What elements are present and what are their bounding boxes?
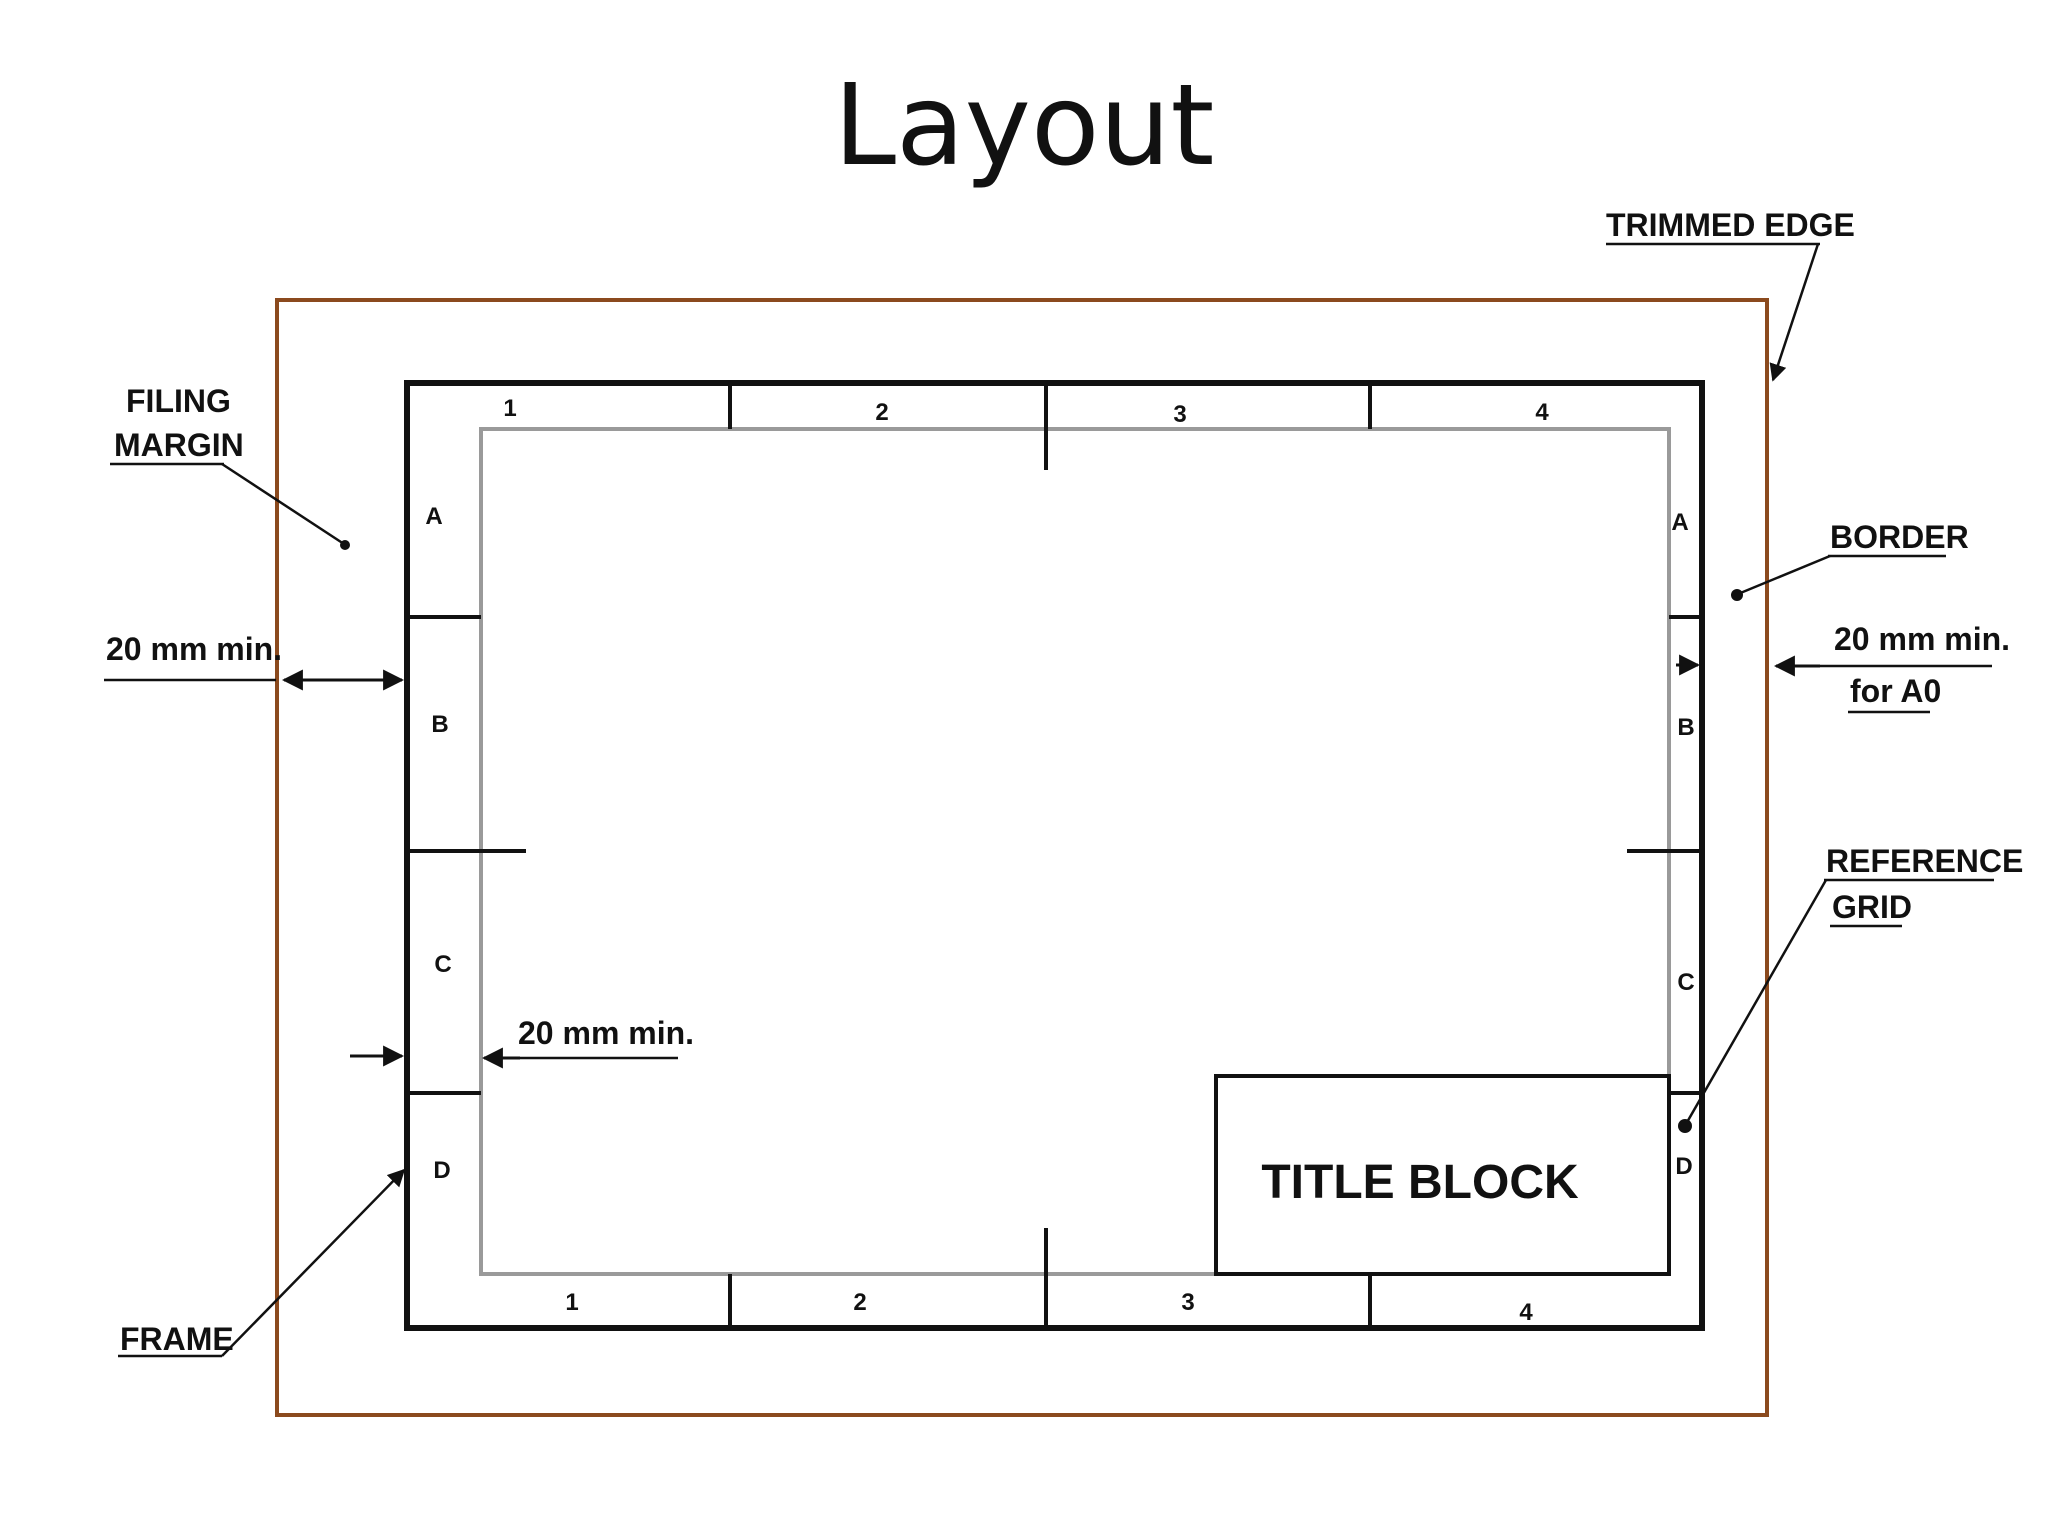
border-label: BORDER (1830, 519, 1969, 555)
frame-label: FRAME (120, 1321, 234, 1357)
grid-row-left-d: D (433, 1157, 450, 1184)
right-margin-label-line2: for A0 (1850, 673, 1941, 709)
filing-margin-leader (221, 462, 345, 546)
grid-col-top-3: 3 (1173, 401, 1186, 428)
grid-row-right-d: D (1675, 1153, 1692, 1180)
filing-margin-label-line1: FILING (126, 383, 231, 419)
frame-leader (221, 1168, 406, 1357)
grid-row-right-c: C (1677, 969, 1694, 996)
right-margin-label-line1: 20 mm min. (1834, 621, 2010, 657)
title-block-box (1214, 1074, 1671, 1276)
grid-row-left-a: A (425, 503, 442, 530)
left-margin-label: 20 mm min. (106, 631, 282, 667)
reference-grid-leader-dot (1678, 1119, 1692, 1133)
grid-column-labels-top: 1 2 3 4 (503, 395, 1549, 428)
filing-margin-leader-dot (340, 540, 350, 550)
title-block-label: TITLE BLOCK (1261, 1156, 1579, 1209)
reference-grid-label-line1: REFERENCE (1826, 843, 2023, 879)
filing-margin-label-line2: MARGIN (114, 427, 244, 463)
border-leader (1737, 554, 1831, 596)
right-grid-dividers (1627, 615, 1702, 1095)
trimmed-edge-leader (1769, 243, 1820, 382)
grid-col-bottom-3: 3 (1181, 1289, 1194, 1316)
grid-row-left-c: C (434, 951, 451, 978)
grid-col-bottom-1: 1 (565, 1289, 578, 1316)
bottom-grid-dividers (728, 1228, 1372, 1328)
slide-title: Layout (833, 61, 1215, 191)
grid-row-labels-right: A B C D (1671, 509, 1694, 1180)
grid-row-left-b: B (431, 711, 448, 738)
trimmed-edge-outline (275, 298, 1769, 1417)
inner-frame-outline (479, 427, 1671, 1276)
border-outline (404, 380, 1705, 1331)
grid-row-right-a: A (1671, 509, 1688, 536)
top-grid-dividers (728, 383, 1372, 470)
grid-col-bottom-4: 4 (1519, 1299, 1533, 1326)
grid-col-top-2: 2 (875, 399, 888, 426)
trimmed-edge-label: TRIMMED EDGE (1606, 207, 1855, 243)
reference-grid-label-line2: GRID (1832, 889, 1912, 925)
grid-row-labels-left: A B C D (425, 503, 451, 1184)
grid-col-bottom-2: 2 (853, 1289, 866, 1316)
inner-margin-label: 20 mm min. (518, 1015, 694, 1051)
grid-col-top-4: 4 (1535, 399, 1549, 426)
border-leader-dot (1731, 589, 1743, 601)
left-grid-dividers (407, 615, 526, 1095)
grid-column-labels-bottom: 1 2 3 4 (565, 1289, 1533, 1326)
grid-col-top-1: 1 (503, 395, 516, 422)
reference-grid-leader (1684, 879, 1828, 1125)
grid-row-right-b: B (1677, 714, 1694, 741)
